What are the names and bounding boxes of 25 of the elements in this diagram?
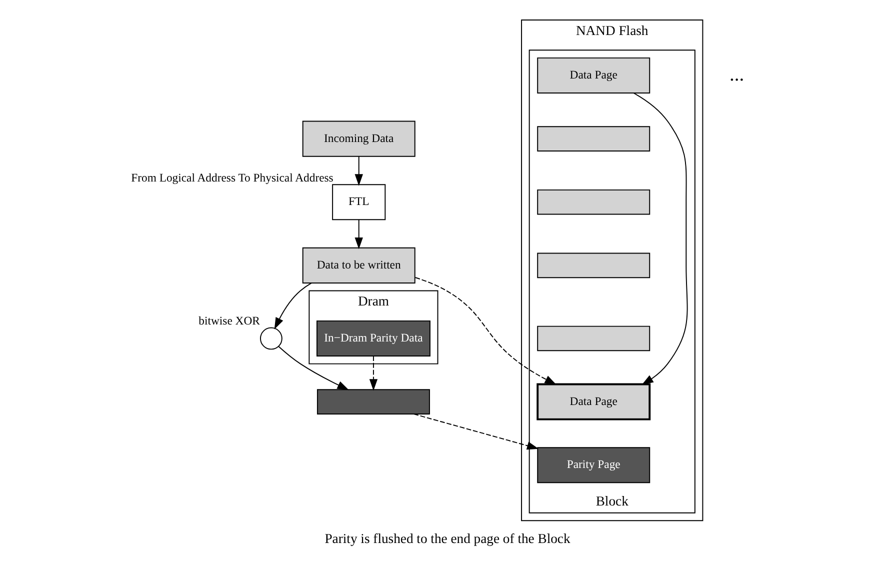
arrow xyxy=(632,92,688,385)
arrow xyxy=(412,414,538,450)
node-box: FTL xyxy=(332,184,386,220)
node-box: Data Page xyxy=(536,383,650,420)
caption: Parity is flushed to the end page of the Block xyxy=(324,531,570,546)
arrow xyxy=(278,346,348,390)
node-label: From Logical Address To Physical Address xyxy=(130,171,333,184)
node-box: Data to be written xyxy=(302,247,415,284)
node-box xyxy=(536,326,650,352)
arrow xyxy=(354,156,362,186)
arrow xyxy=(274,282,312,330)
arrow xyxy=(414,277,556,385)
node-box: Parity Page xyxy=(536,447,650,484)
label: ... xyxy=(729,64,744,86)
node-box xyxy=(536,189,650,215)
arrow xyxy=(368,356,378,391)
node-box: Data Page xyxy=(536,57,650,94)
node-circle xyxy=(259,327,282,350)
node-box xyxy=(536,252,650,278)
node-box: Incoming Data xyxy=(302,120,415,157)
node-box: In−Dram Parity Data xyxy=(316,320,430,356)
arrow xyxy=(354,219,362,250)
node-label: bitwise XOR xyxy=(198,314,260,328)
node-box xyxy=(316,389,430,414)
node-box xyxy=(536,126,650,152)
